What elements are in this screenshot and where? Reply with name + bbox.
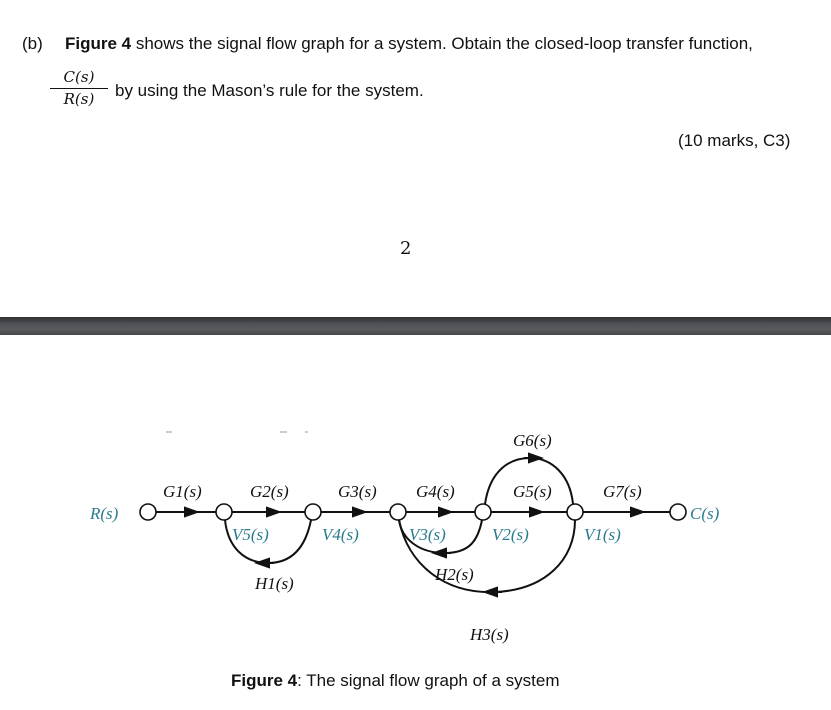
figure-reference: Figure 4 bbox=[65, 34, 132, 53]
question-label: (b) bbox=[22, 34, 43, 53]
question-text: Figure 4 shows the signal flow graph for… bbox=[65, 34, 753, 54]
branch-h2 bbox=[398, 519, 483, 559]
node-label-v1: V1(s) bbox=[584, 525, 621, 544]
transfer-function-fraction: C(s) R(s) bbox=[50, 68, 108, 108]
node-label-v5: V5(s) bbox=[232, 525, 269, 544]
page-number: 2 bbox=[400, 238, 412, 259]
gain-g4: G4(s) bbox=[416, 482, 455, 501]
node-input bbox=[139, 503, 157, 521]
fraction-numerator: C(s) bbox=[50, 68, 108, 89]
output-label: C(s) bbox=[690, 504, 720, 523]
node-v5 bbox=[215, 503, 233, 521]
gain-g7: G7(s) bbox=[603, 482, 642, 501]
gain-h2: H2(s) bbox=[434, 565, 474, 584]
marks-label: (10 marks, C3) bbox=[678, 131, 791, 150]
gain-g3: G3(s) bbox=[338, 482, 377, 501]
gain-h3: H3(s) bbox=[469, 625, 509, 644]
node-v2 bbox=[474, 503, 492, 521]
node-label-v3: V3(s) bbox=[409, 525, 446, 544]
figure-caption: Figure 4: The signal flow graph of a sys… bbox=[231, 671, 560, 691]
question-text-rest: shows the signal flow graph for a system… bbox=[131, 34, 753, 53]
node-label-v2: V2(s) bbox=[492, 525, 529, 544]
node-label-v4: V4(s) bbox=[322, 525, 359, 544]
gain-h1: H1(s) bbox=[254, 574, 294, 593]
gain-g5: G5(s) bbox=[513, 482, 552, 501]
page-divider bbox=[0, 317, 831, 335]
branch-h3 bbox=[398, 519, 576, 598]
input-label: R(s) bbox=[89, 504, 119, 523]
fraction-denominator: R(s) bbox=[63, 90, 95, 108]
gain-g1: G1(s) bbox=[163, 482, 202, 501]
branch-g6 bbox=[484, 452, 574, 505]
signal-flow-graph: R(s) C(s) V5(s) V4(s) V3(s) V2(s) V1(s) … bbox=[89, 431, 720, 644]
node-output bbox=[669, 503, 687, 521]
gain-g2: G2(s) bbox=[250, 482, 289, 501]
node-v3 bbox=[389, 503, 407, 521]
caption-text: : The signal flow graph of a system bbox=[297, 671, 560, 690]
caption-figure-number: Figure 4 bbox=[231, 671, 298, 690]
question-text-line2: by using the Mason’s rule for the system… bbox=[115, 81, 424, 100]
gain-g6: G6(s) bbox=[513, 431, 552, 450]
branch-h1 bbox=[224, 519, 312, 569]
node-v4 bbox=[304, 503, 322, 521]
node-v1 bbox=[566, 503, 584, 521]
